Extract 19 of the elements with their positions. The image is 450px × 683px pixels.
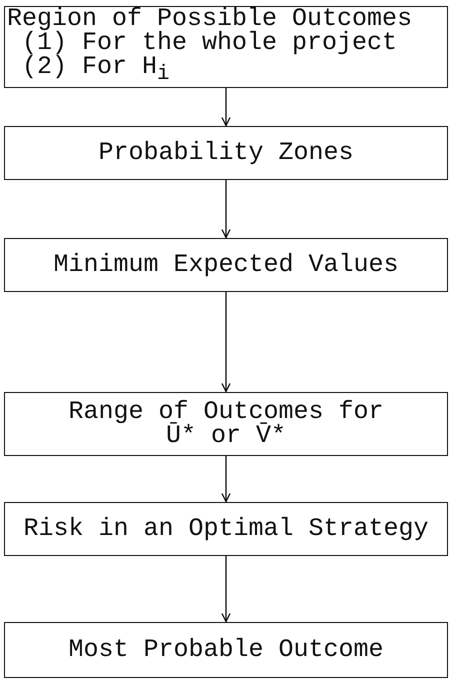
process-box	[4, 126, 448, 180]
process-box	[4, 502, 448, 556]
arrow	[221, 292, 231, 392]
process-box	[4, 392, 448, 456]
process-box	[4, 238, 448, 292]
box-text: Probability Zones	[98, 141, 354, 165]
box-text: Region of Possible Outcomes	[7, 7, 412, 31]
process-box	[4, 6, 448, 88]
box-text: Range of Outcomes for Ū* or V̄*	[67, 400, 385, 448]
box-text: Minimum Expected Values	[53, 253, 399, 277]
box-text: Most Probable Outcome	[68, 638, 384, 662]
box-text: (1) For the whole project	[22, 31, 398, 55]
process-box	[4, 622, 448, 678]
box-text: (2) For H$_{i}$	[21, 55, 170, 87]
box-text: Risk in an Optimal Strategy	[23, 517, 429, 541]
arrow	[221, 556, 231, 622]
arrow	[221, 456, 231, 502]
arrow	[221, 88, 231, 126]
arrow	[221, 180, 231, 238]
